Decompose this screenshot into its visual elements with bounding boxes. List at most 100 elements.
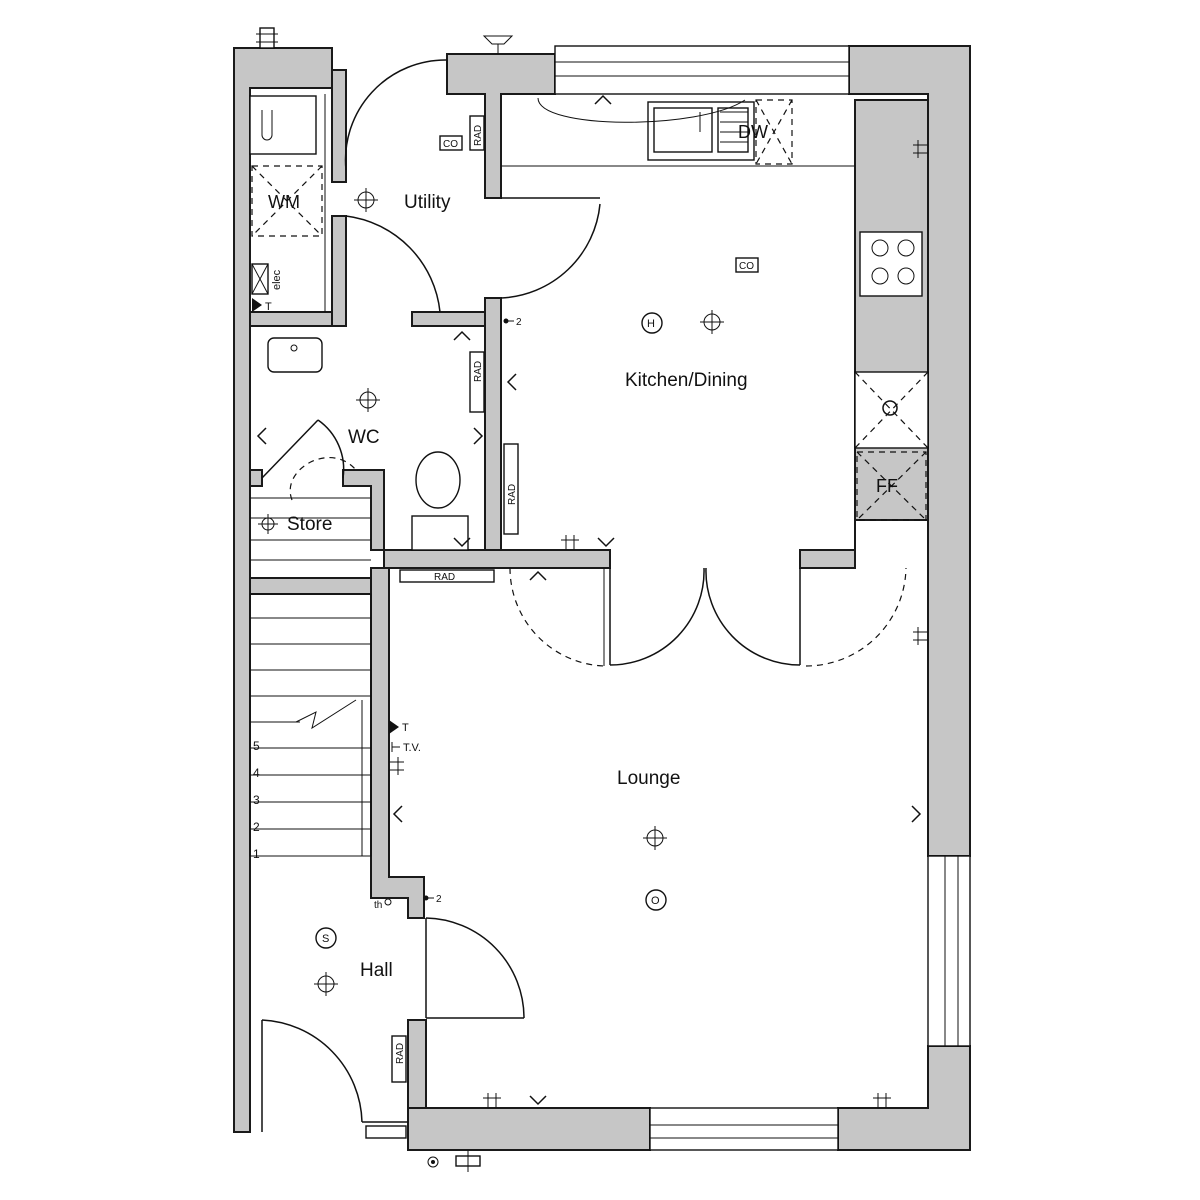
room-label-wc: WC [348, 427, 380, 448]
dishwasher-label: DW [738, 122, 768, 142]
co-detector-utility [439, 135, 463, 151]
room-label-utility: Utility [404, 192, 451, 213]
wall-store-stairs [249, 577, 372, 595]
radiator-label-utility: RAD [473, 125, 484, 146]
door-kitchen-right [705, 567, 801, 666]
radiator-kitchen [503, 443, 519, 535]
radiator-wc [469, 351, 485, 413]
washing-machine-label: WM [268, 192, 300, 212]
light-points [258, 188, 724, 996]
heat-detector-label: H [647, 318, 655, 330]
telephone-point-lounge [389, 720, 399, 734]
window-lounge-bottom [649, 1107, 839, 1151]
fridge-freezer-label: FF [876, 476, 898, 496]
wall-kitchen-lounge [383, 99, 929, 569]
co-label-kitchen: CO [739, 261, 754, 272]
room-label-store: Store [287, 514, 332, 535]
optical-detector-icon [645, 889, 667, 911]
boiler [854, 371, 929, 449]
drainer [720, 111, 748, 143]
switch-chevrons [256, 94, 922, 1106]
double-socket-icon [389, 757, 404, 775]
store-fittings [250, 497, 371, 561]
radiator-utility [469, 115, 485, 151]
room-labels: Utility Kitchen/Dining WC Store Lounge H… [287, 192, 748, 981]
co-label-utility: CO [443, 139, 458, 150]
door-kitchen-left [609, 567, 705, 666]
thermostat-label: th [374, 900, 382, 911]
tv-point-label: T.V. [403, 742, 421, 754]
telephone-label-utility: T [265, 301, 272, 313]
radiator-hall [391, 1035, 407, 1083]
light-point-icon [354, 188, 378, 212]
door-hall-lounge [425, 917, 525, 1019]
optical-detector-label: O [651, 895, 660, 907]
radiator-label-hall: RAD [395, 1043, 406, 1064]
light-point-icon [314, 972, 338, 996]
fridge-freezer [856, 451, 927, 521]
wc-basin [267, 337, 323, 373]
door-utility-kitchen [500, 203, 601, 299]
electric-meter-label: elec [271, 269, 283, 290]
step-5: 5 [253, 739, 260, 753]
heat-detector-icon [641, 312, 663, 334]
door-front [261, 1019, 363, 1123]
wall-right-lower [837, 1045, 971, 1151]
flue-left [259, 27, 275, 49]
room-label-lounge: Lounge [617, 768, 680, 789]
step-3: 3 [253, 793, 260, 807]
window-kitchen [554, 45, 850, 95]
window-lounge-right [927, 855, 971, 1047]
utility-fittings: WM elec T CO RAD [249, 94, 485, 313]
room-label-kitchen-dining: Kitchen/Dining [625, 370, 748, 391]
smoke-detector-icon [315, 927, 337, 949]
double-socket-icon [913, 627, 928, 645]
telephone-point-utility [252, 298, 262, 312]
radiator-label-wc: RAD [473, 361, 484, 382]
co-detector-kitchen [735, 257, 759, 273]
doors [261, 59, 907, 1139]
double-socket-icon [873, 1093, 891, 1108]
dishwasher [755, 99, 793, 165]
room-label-hall: Hall [360, 960, 393, 981]
hob [859, 231, 923, 297]
radiator-label-lounge: RAD [434, 572, 455, 583]
light-point-icon [643, 826, 667, 850]
radiator-label-kitchen: RAD [507, 484, 518, 505]
door-utility-external [344, 59, 448, 171]
light-point-icon [700, 310, 724, 334]
external-light-icon [427, 1156, 439, 1168]
switch-count-hall: 2 [436, 894, 442, 905]
step-4: 4 [253, 766, 260, 780]
stairs: 1 2 3 4 5 [249, 593, 372, 861]
wall-utility-left [331, 69, 347, 327]
flue-top [482, 35, 514, 54]
wall-lounge-left [407, 1019, 427, 1109]
sockets [389, 140, 928, 1108]
double-socket-icon [561, 535, 579, 550]
double-socket-icon [913, 140, 928, 158]
detectors: H CO O S [315, 257, 759, 949]
light-point-icon [258, 514, 278, 534]
toilet-cistern [411, 515, 469, 551]
door-store [317, 419, 345, 479]
wall-wc-store [249, 469, 385, 551]
radiator-lounge [399, 569, 495, 583]
wc-fittings: RAD [267, 337, 485, 551]
walls [233, 45, 971, 1151]
wall-top-middle [446, 53, 556, 199]
kitchen-fittings: DW FF [501, 97, 929, 521]
door-utility-wc [345, 215, 441, 313]
wall-hall-lounge [370, 567, 425, 919]
external-symbols [256, 27, 514, 1172]
step-2: 2 [253, 820, 260, 834]
double-socket-icon [483, 1093, 501, 1108]
switch-count-kitchen: 2 [516, 317, 522, 328]
utility-sink [249, 95, 317, 155]
smoke-detector-label: S [322, 933, 329, 945]
light-point-icon [356, 388, 380, 412]
windows [554, 45, 971, 1151]
wall-bottom-left [407, 1107, 651, 1151]
wall-utility-kitchen [484, 297, 502, 551]
